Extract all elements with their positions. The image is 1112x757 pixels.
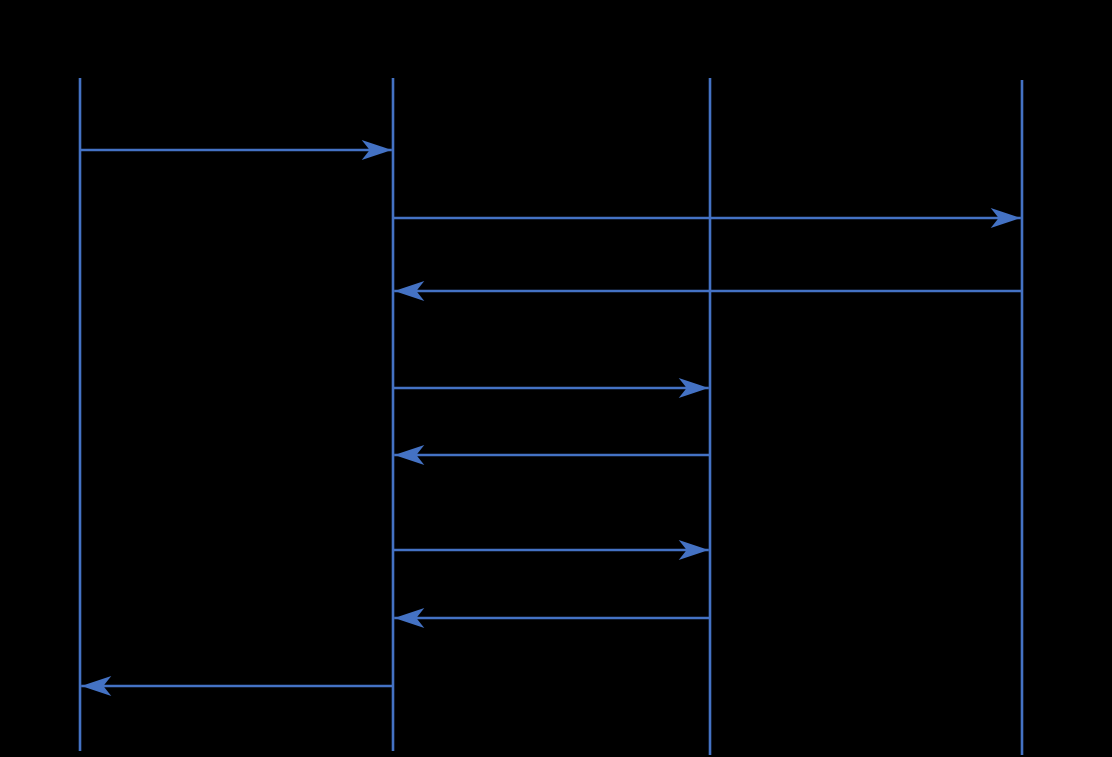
sequence-diagram-canvas <box>78 78 1024 755</box>
sequence-diagram <box>78 78 1024 755</box>
